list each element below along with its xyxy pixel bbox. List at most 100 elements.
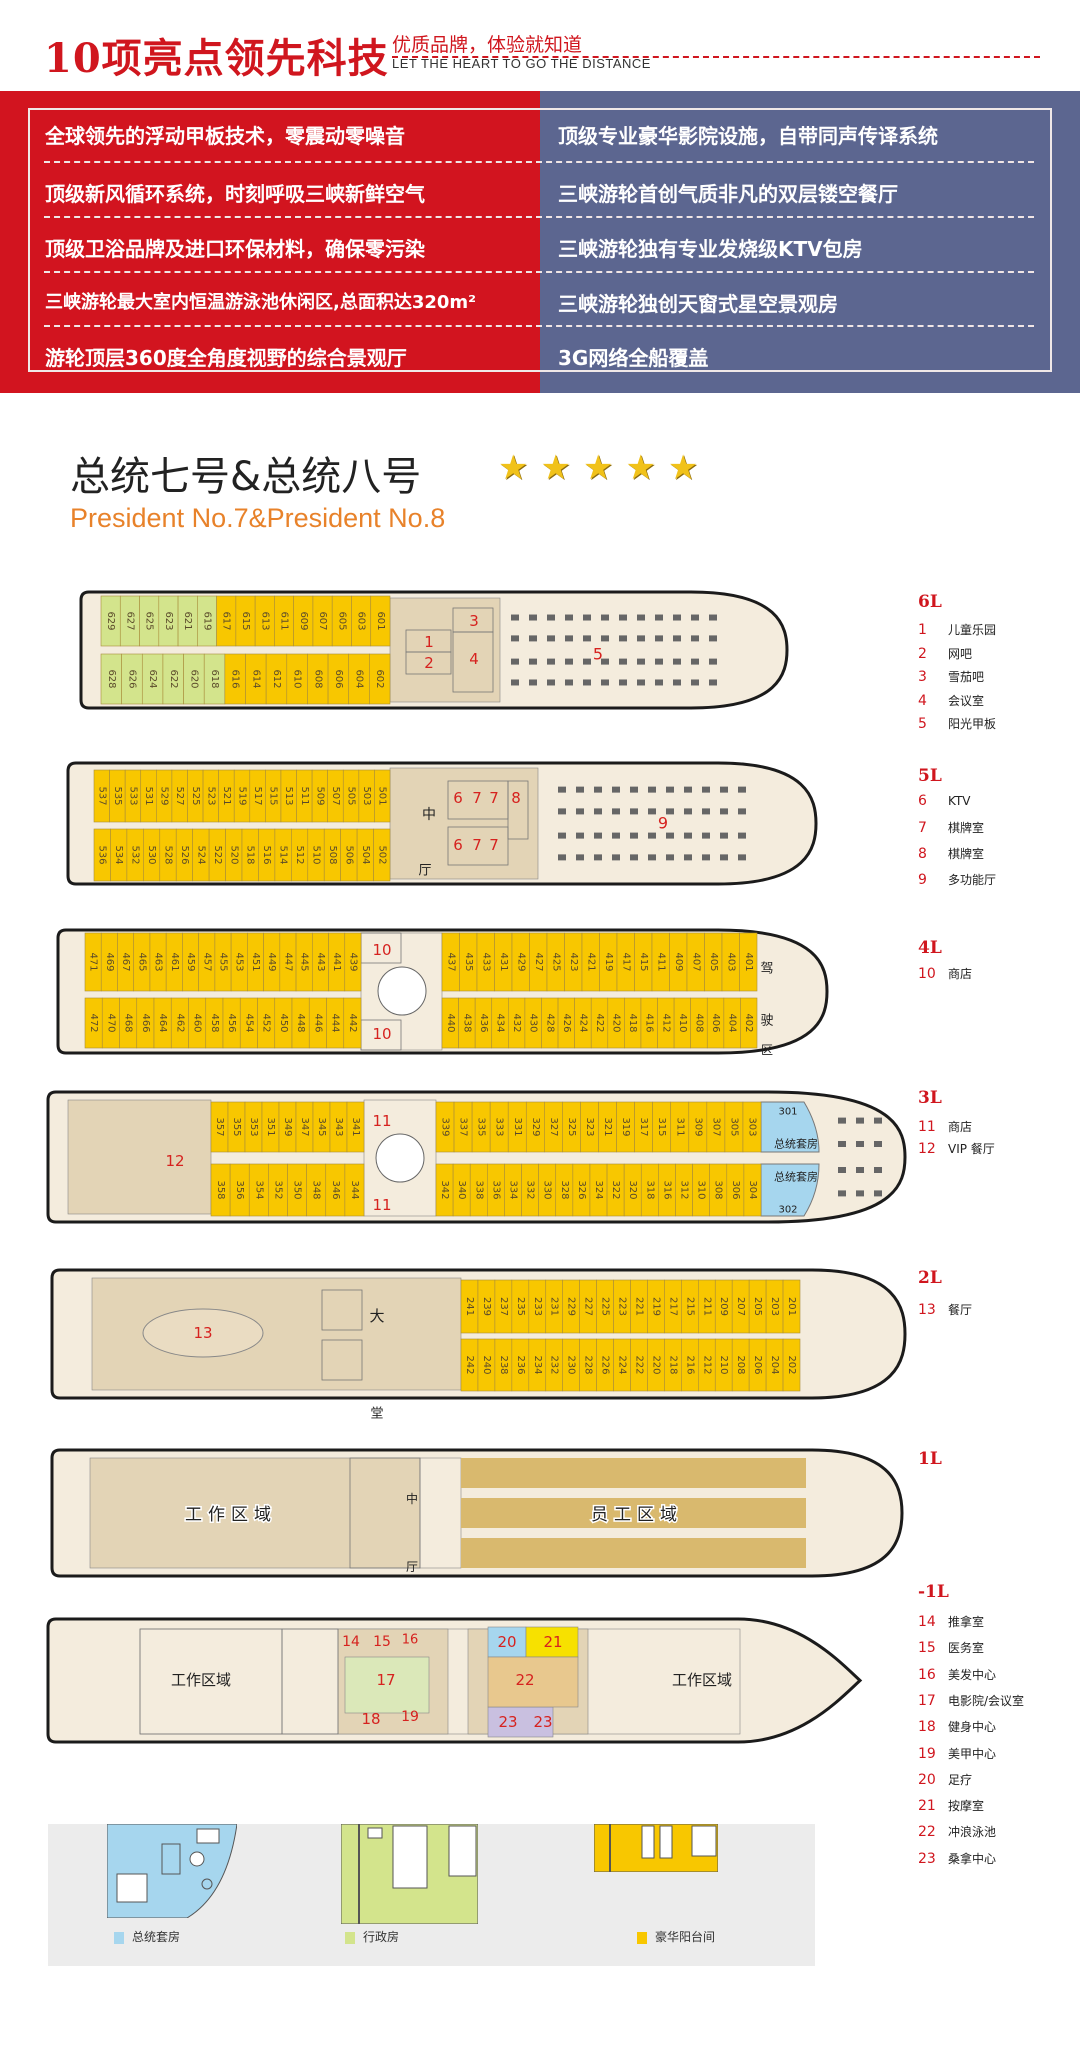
legend-name: 阳光甲板 xyxy=(948,717,997,731)
seat-icon xyxy=(673,679,681,686)
legend-item: 7 棋牌室 xyxy=(918,819,984,836)
legend-number: 1 xyxy=(918,622,927,638)
cabin-number: 412 xyxy=(660,1013,671,1032)
seat-icon xyxy=(684,832,692,839)
cabin-number: 337 xyxy=(458,1117,469,1136)
cabin-number: 220 xyxy=(650,1355,661,1374)
cabin-number: 225 xyxy=(600,1297,611,1316)
room-type-label: 豪华阳台间 xyxy=(655,1930,716,1944)
legend-name: 推拿室 xyxy=(948,1615,985,1629)
seat-icon xyxy=(612,786,620,793)
cabin-602 xyxy=(369,653,391,705)
cabin-601 xyxy=(370,595,391,647)
seat-icon xyxy=(529,614,537,621)
row-divider xyxy=(44,216,1034,218)
cabin-number: 358 xyxy=(215,1180,226,1199)
cabin-number: 470 xyxy=(105,1013,116,1032)
area-label: 8 xyxy=(511,789,521,807)
area-label: 7 xyxy=(472,836,482,854)
cabin-number: 616 xyxy=(230,669,241,688)
cabin-number: 304 xyxy=(747,1180,758,1199)
deck-area xyxy=(67,1099,212,1215)
area-label: 302 xyxy=(778,1205,797,1216)
cabin-number: 241 xyxy=(464,1297,475,1316)
feature-item: 三峡游轮独创天窗式星空景观房 xyxy=(558,292,838,316)
legend-name: 雪茄吧 xyxy=(948,670,985,684)
seat-icon xyxy=(738,786,746,793)
seat-icon xyxy=(601,679,609,686)
seat-icon xyxy=(702,854,710,861)
row-divider xyxy=(44,325,1034,327)
seat-icon xyxy=(630,786,638,793)
legend-number: 9 xyxy=(918,872,927,888)
staff-area-band xyxy=(461,1498,806,1528)
cabin-number: 312 xyxy=(679,1180,690,1199)
cabin-number: 354 xyxy=(253,1180,264,1199)
cabin-number: 537 xyxy=(96,786,107,805)
cabin-number: 217 xyxy=(667,1297,678,1316)
cabin-number: 439 xyxy=(347,952,358,971)
cabin-number: 526 xyxy=(179,845,190,864)
seat-icon xyxy=(583,658,591,665)
legend-number: 7 xyxy=(918,820,927,836)
room-type-balcony: 豪华阳台间 xyxy=(637,1928,715,1945)
cabin-number: 335 xyxy=(476,1117,487,1136)
cabin-number: 607 xyxy=(317,611,328,630)
seat-icon xyxy=(702,808,710,815)
cabin-number: 618 xyxy=(209,669,220,688)
cabin-number: 306 xyxy=(730,1180,741,1199)
seat-icon xyxy=(838,1190,846,1197)
cabin-number: 469 xyxy=(104,952,115,971)
area-label: 工作区域 xyxy=(672,1671,732,1689)
cabin-number: 536 xyxy=(97,845,108,864)
cabin-number: 207 xyxy=(735,1297,746,1316)
area-label: 总统套房 xyxy=(774,1137,818,1151)
area-label: 19 xyxy=(401,1709,419,1725)
cabin-number: 472 xyxy=(88,1013,99,1032)
area-label: 15 xyxy=(373,1634,391,1650)
legend-number: 17 xyxy=(918,1692,936,1709)
cabin-number: 231 xyxy=(549,1297,560,1316)
cabin-number: 520 xyxy=(228,845,239,864)
cabin-number: 342 xyxy=(439,1180,450,1199)
legend-number: 14 xyxy=(918,1614,936,1630)
page-title: 10项亮点领先科技 xyxy=(44,35,389,82)
seat-icon xyxy=(594,854,602,861)
cabin-number: 319 xyxy=(620,1117,631,1136)
cabin-number: 340 xyxy=(456,1180,467,1199)
cabin-number: 419 xyxy=(603,952,614,971)
legend-number: 20 xyxy=(918,1771,936,1788)
cabin-number: 329 xyxy=(530,1117,541,1136)
cabin-number: 325 xyxy=(566,1117,577,1136)
legend-name: 商店 xyxy=(948,967,973,981)
room-type-suite: 总统套房 xyxy=(114,1928,180,1945)
cabin-number: 201 xyxy=(786,1297,797,1316)
cabin-number: 403 xyxy=(725,952,736,971)
seat-icon xyxy=(630,808,638,815)
legend-name: 棋牌室 xyxy=(948,821,985,835)
spiral-staircase xyxy=(375,1133,425,1183)
cabin-number: 418 xyxy=(627,1013,638,1032)
cabin-439 xyxy=(344,932,362,992)
legend-number: 15 xyxy=(918,1640,936,1657)
seat-icon xyxy=(511,658,519,665)
legend-name: 美甲中心 xyxy=(948,1746,997,1761)
cabin-number: 625 xyxy=(144,611,155,630)
cabin-number: 233 xyxy=(532,1297,543,1316)
seat-icon xyxy=(511,679,519,686)
legend-number: 4 xyxy=(918,692,927,709)
deck-1L: 工作区域中厅员工区域 xyxy=(50,1448,904,1578)
cabin-number: 508 xyxy=(327,845,338,864)
area-label: 工作区域 xyxy=(171,1671,231,1689)
cabin-number: 503 xyxy=(361,786,372,805)
seat-icon xyxy=(874,1167,882,1173)
seat-icon xyxy=(630,832,638,839)
cabin-number: 348 xyxy=(311,1180,322,1199)
restaurant-centerpiece xyxy=(142,1308,264,1358)
area-label: 23 xyxy=(533,1713,552,1731)
cabin-number: 432 xyxy=(511,1013,522,1032)
cabin-number: 331 xyxy=(512,1117,523,1136)
